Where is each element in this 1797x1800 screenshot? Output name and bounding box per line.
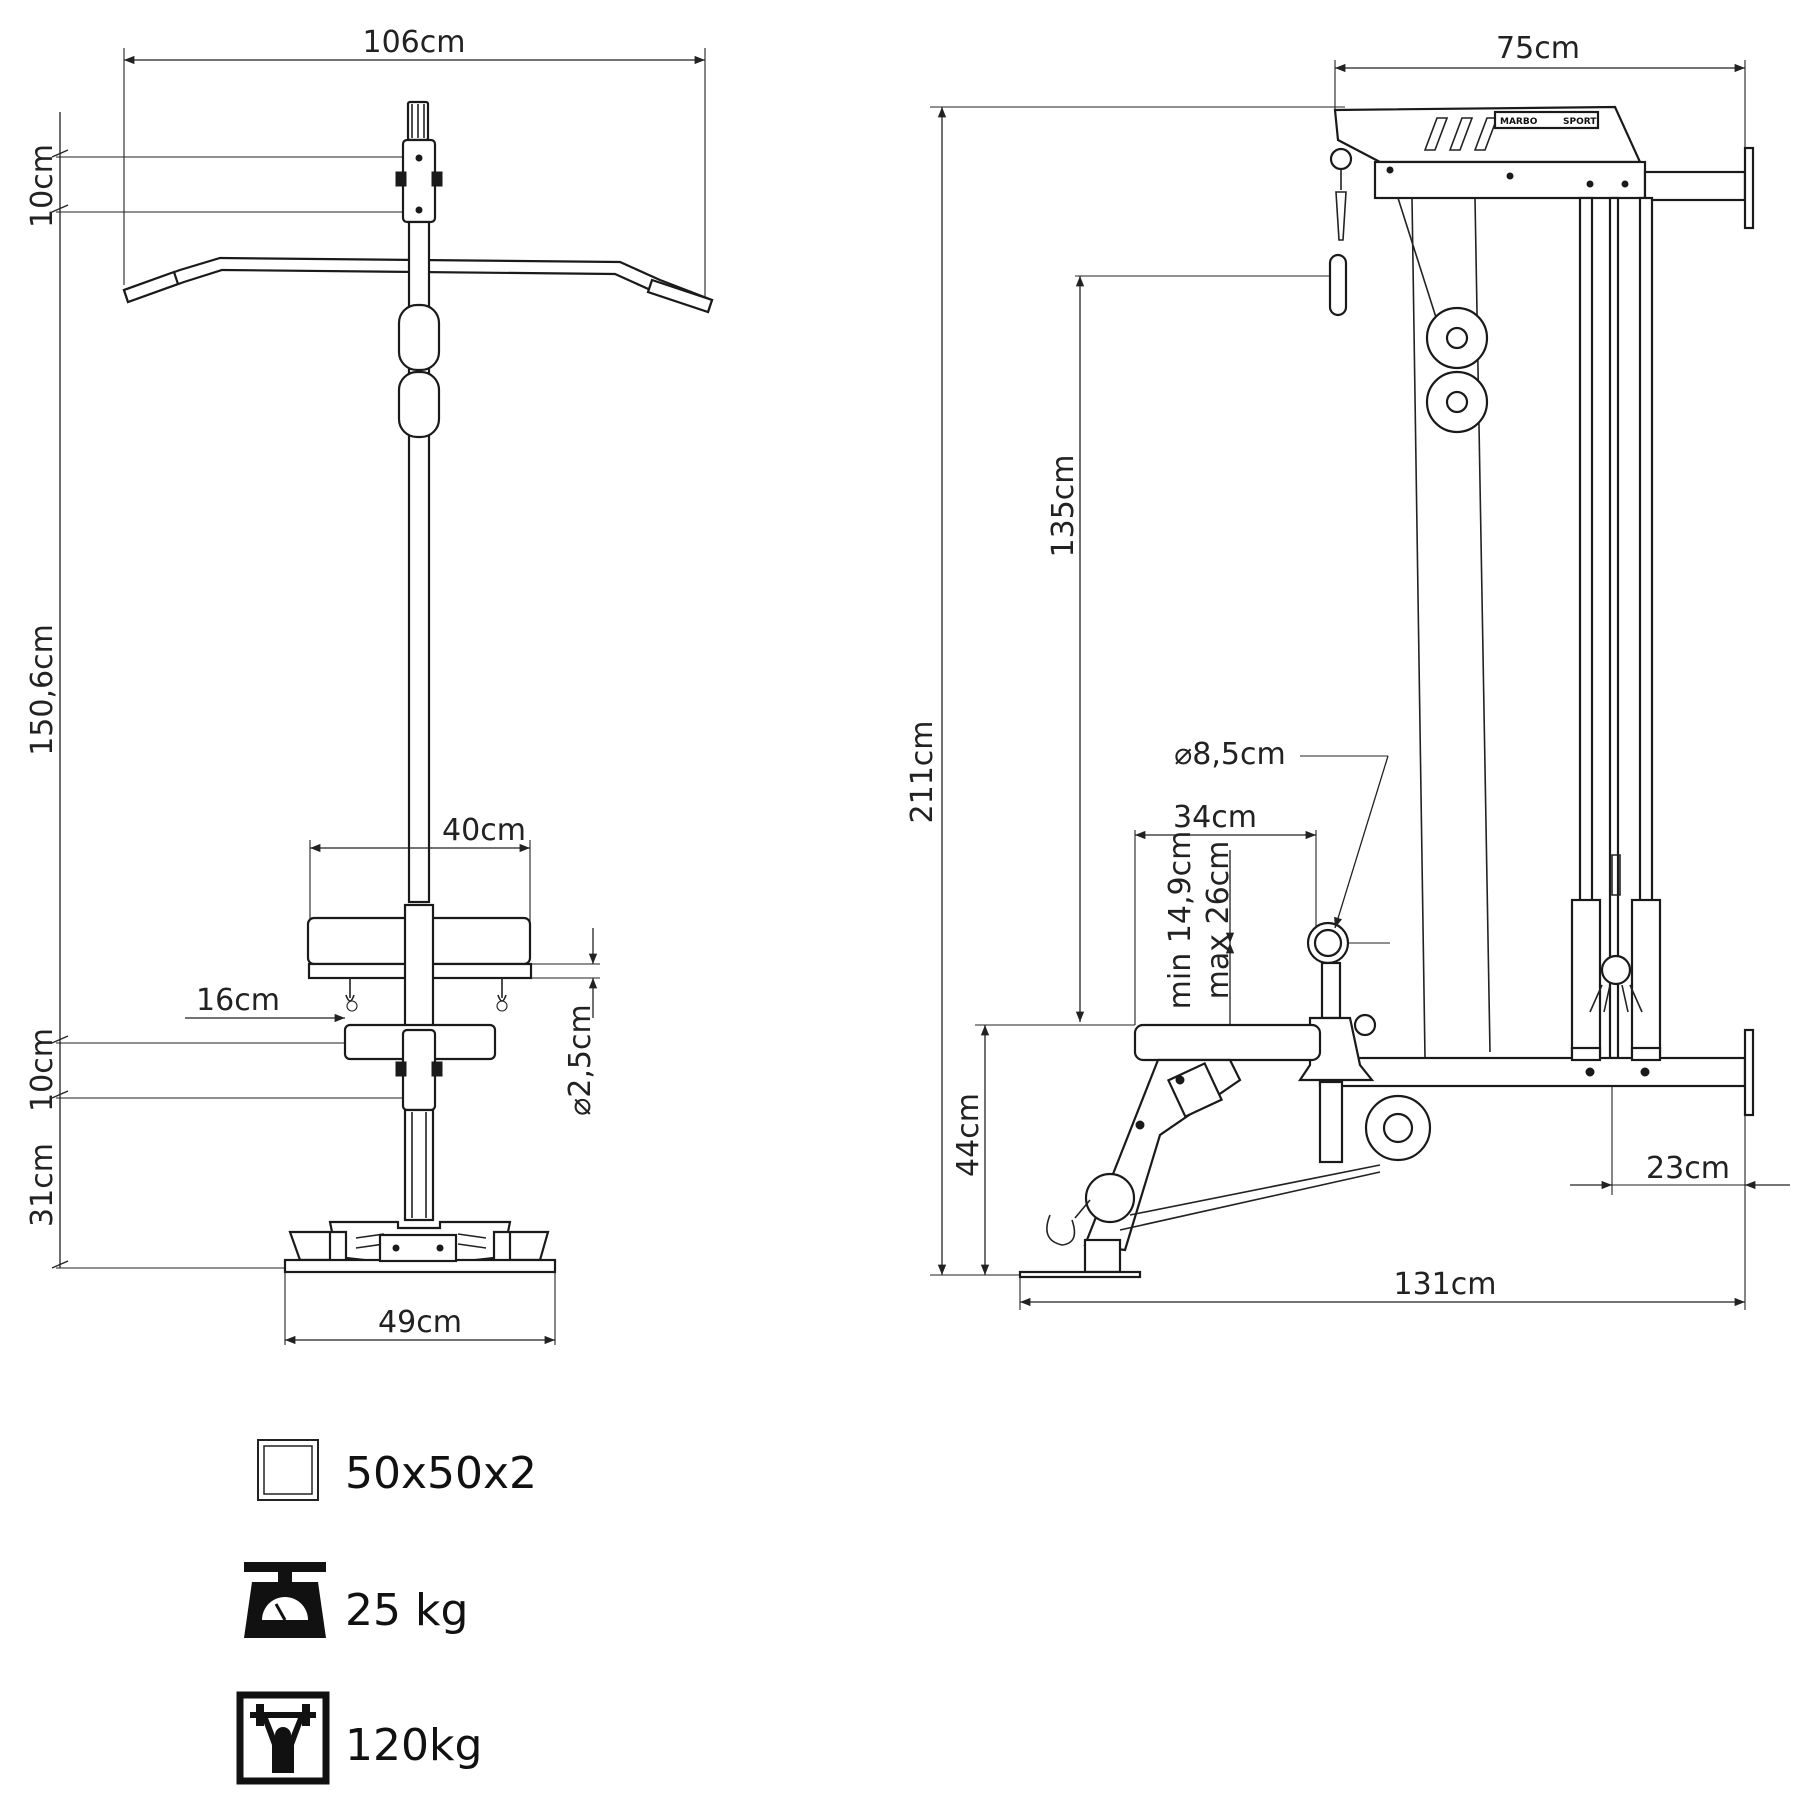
dim-front-top-bracket: 10cm [25,144,60,228]
brand-logo-right: SPORT [1563,117,1597,127]
dim-side-top-depth: 75cm [1496,31,1580,66]
dim-front-pad-width: 40cm [442,813,526,848]
side-view: 75cm 211cm MARBO SPORT 135cm [905,31,1790,1310]
dim-side-total-length: 131cm [1394,1267,1497,1302]
dim-side-adjust-min: min 14,9cm [1163,831,1198,1010]
dim-side-seat-height: 44cm [951,1093,986,1177]
legend-profile-text: 50x50x2 [345,1448,537,1499]
dim-front-footprint: 49cm [378,1305,462,1340]
dim-front-bottom-bracket: 10cm [25,1028,60,1112]
dim-side-roller-diameter: ⌀8,5cm [1174,737,1286,772]
dim-front-diameter: ⌀2,5cm [563,1004,598,1116]
dim-side-seat-length: 34cm [1173,800,1257,835]
dim-side-pulley-height: 135cm [1046,455,1081,558]
dim-front-pad-offset: 16cm [196,983,280,1018]
dim-side-rear-offset: 23cm [1646,1151,1730,1186]
front-view: 106cm 10cm 150,6cm 10cm 31cm [25,25,714,1345]
legend-max-load-text: 120kg [345,1720,482,1771]
square-profile-icon [257,1439,319,1501]
dim-side-adjust-max: max 26cm [1201,841,1236,1000]
dim-front-width: 106cm [363,25,466,60]
dim-front-base: 31cm [25,1143,60,1227]
brand-logo-left: MARBO [1500,117,1538,127]
legend: 50x50x2 25 kg 120kg [236,1439,537,1785]
weightlifter-icon [236,1691,330,1785]
dim-front-height: 150,6cm [25,624,60,756]
scale-icon [244,1562,326,1638]
dim-side-total-height: 211cm [905,721,940,824]
legend-weight-text: 25 kg [345,1585,468,1636]
